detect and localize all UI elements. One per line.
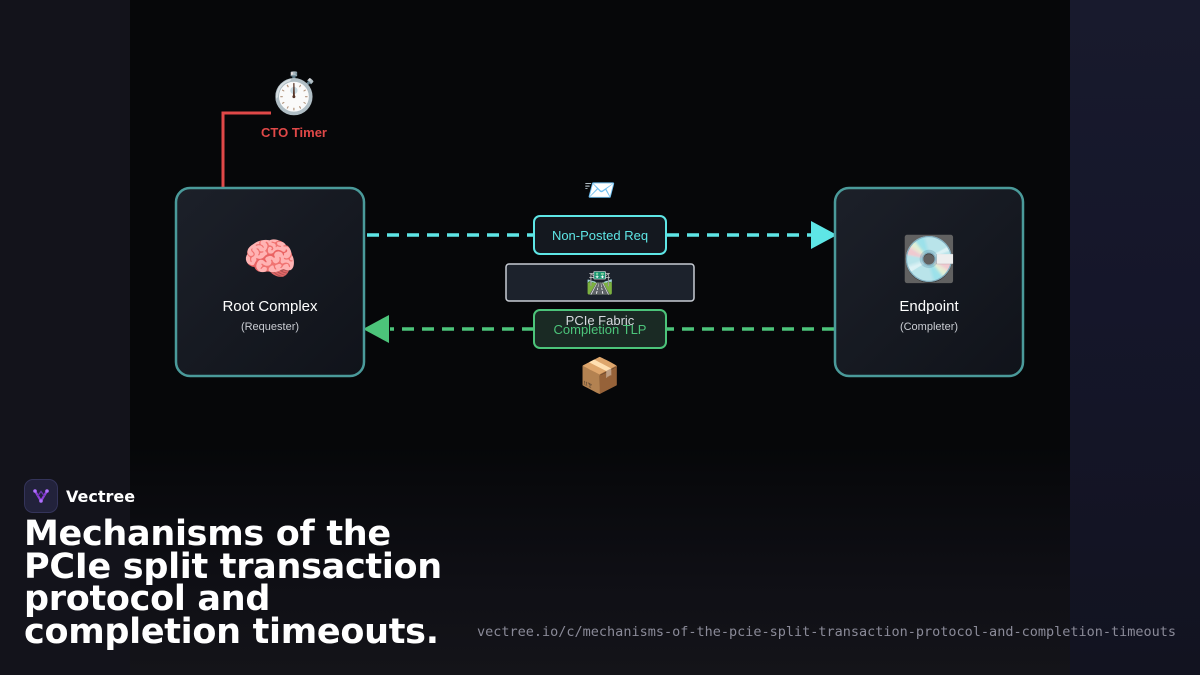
brain-icon: 🧠 — [243, 234, 298, 285]
request-label: Non-Posted Req — [552, 228, 648, 243]
endpoint-label: Endpoint — [899, 298, 959, 315]
timer-label: CTO Timer — [261, 125, 327, 140]
endpoint-node: 💽 Endpoint (Completer) — [833, 186, 1025, 378]
brand[interactable]: Vectree — [24, 479, 135, 513]
right-margin — [1070, 0, 1200, 675]
root-complex-label: Root Complex — [222, 298, 318, 315]
brand-name: Vectree — [66, 486, 136, 506]
envelope-icon: 📨 — [584, 176, 616, 206]
endpoint-sublabel: (Completer) — [900, 321, 958, 333]
root-complex-sublabel: (Requester) — [241, 321, 299, 333]
page-url[interactable]: vectree.io/c/mechanisms-of-the-pcie-spli… — [477, 624, 1176, 640]
vectree-logo-icon — [24, 479, 58, 513]
package-icon: 📦 — [579, 356, 621, 396]
timer-icon: ⏱️ — [269, 70, 319, 117]
road-icon: 🛣️ — [586, 270, 613, 296]
timer-connector-line — [221, 111, 271, 188]
request-arrow-head — [811, 221, 837, 249]
completion-label-box: PCIe Fabric Completion TLP — [533, 309, 667, 349]
disk-icon: 💽 — [902, 234, 957, 285]
left-margin — [0, 0, 130, 675]
fabric-label: PCIe Fabric — [566, 313, 635, 328]
completion-label: Completion TLP — [554, 322, 647, 337]
request-label-box: Non-Posted Req — [533, 215, 667, 255]
completion-arrow-head — [363, 315, 389, 343]
page-title: Mechanisms of the PCIe split transaction… — [24, 514, 442, 652]
pcie-fabric-box: 🛣️ — [505, 263, 695, 302]
root-complex-node: 🧠 Root Complex (Requester) — [174, 186, 366, 378]
